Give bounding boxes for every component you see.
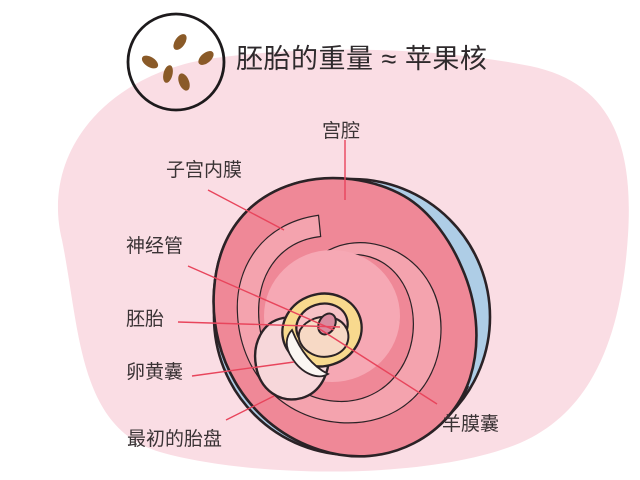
- apple-seed: [163, 65, 173, 83]
- leader-neural-tube: [187, 265, 335, 331]
- label-amniotic-sac: 羊膜囊: [442, 414, 500, 435]
- leader-lines: [177, 140, 438, 421]
- apple-seed: [141, 55, 159, 69]
- label-endometrium: 子宫内膜: [166, 160, 243, 181]
- label-uterine-cavity: 宫腔: [322, 121, 361, 142]
- label-initial-placenta: 最初的胎盘: [127, 429, 223, 450]
- label-yolk-sac: 卵黄囊: [126, 362, 184, 383]
- leader-initial-placenta: [225, 395, 275, 421]
- apple-seed: [178, 73, 190, 91]
- figure-title: 胚胎的重量 ≈ 苹果核: [236, 44, 488, 74]
- leader-amniotic-sac: [317, 327, 438, 405]
- label-embryo: 胚胎: [126, 309, 165, 330]
- seed-circle-ring: [126, 12, 226, 112]
- apple-seeds-circle: [126, 12, 226, 112]
- apple-seed: [198, 51, 214, 65]
- leader-embryo: [177, 321, 341, 328]
- leader-endometrium: [207, 189, 285, 231]
- apple-seed: [173, 34, 187, 50]
- leader-yolk-sac: [191, 361, 295, 377]
- label-neural-tube: 神经管: [126, 236, 184, 257]
- chorion-sliver: [285, 328, 330, 378]
